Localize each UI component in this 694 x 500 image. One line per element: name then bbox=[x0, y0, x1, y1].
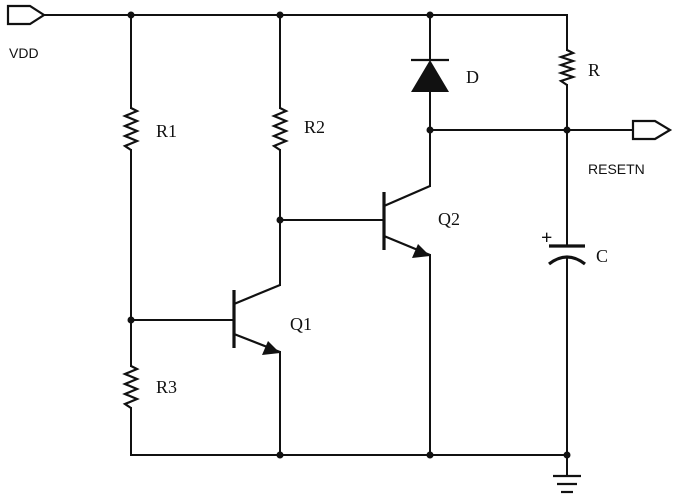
ground-symbol bbox=[553, 454, 581, 494]
q2-transistor bbox=[382, 129, 431, 456]
c-capacitor bbox=[548, 129, 586, 456]
q1-label: Q1 bbox=[290, 314, 312, 334]
vdd-label: VDD bbox=[9, 45, 39, 61]
vdd-port bbox=[6, 4, 568, 26]
junction-dot bbox=[276, 216, 284, 224]
junction-dot bbox=[426, 126, 434, 134]
resetn-label: RESETN bbox=[588, 161, 645, 177]
junction-dot bbox=[426, 11, 434, 19]
r1-label: R1 bbox=[156, 121, 177, 141]
junction-dot bbox=[276, 11, 284, 19]
r-resistor bbox=[557, 14, 577, 131]
r-label: R bbox=[588, 60, 600, 80]
c-label: C bbox=[596, 246, 608, 266]
junction-dot bbox=[276, 451, 284, 459]
junction-dots bbox=[127, 11, 571, 459]
q2-label: Q2 bbox=[438, 209, 460, 229]
junction-dot bbox=[563, 126, 571, 134]
d-diode bbox=[411, 14, 449, 131]
junction-dot bbox=[563, 451, 571, 459]
r3-resistor bbox=[122, 319, 140, 456]
r2-label: R2 bbox=[304, 117, 325, 137]
junction-dot bbox=[127, 11, 135, 19]
resetn-port bbox=[429, 119, 673, 141]
q1-transistor bbox=[130, 283, 281, 456]
r1-resistor bbox=[122, 14, 140, 321]
r3-label: R3 bbox=[156, 377, 177, 397]
junction-dot bbox=[426, 451, 434, 459]
c-polarity-mark: + bbox=[541, 227, 552, 249]
r2-resistor bbox=[271, 14, 289, 286]
junction-dot bbox=[127, 316, 135, 324]
d-label: D bbox=[466, 67, 479, 87]
